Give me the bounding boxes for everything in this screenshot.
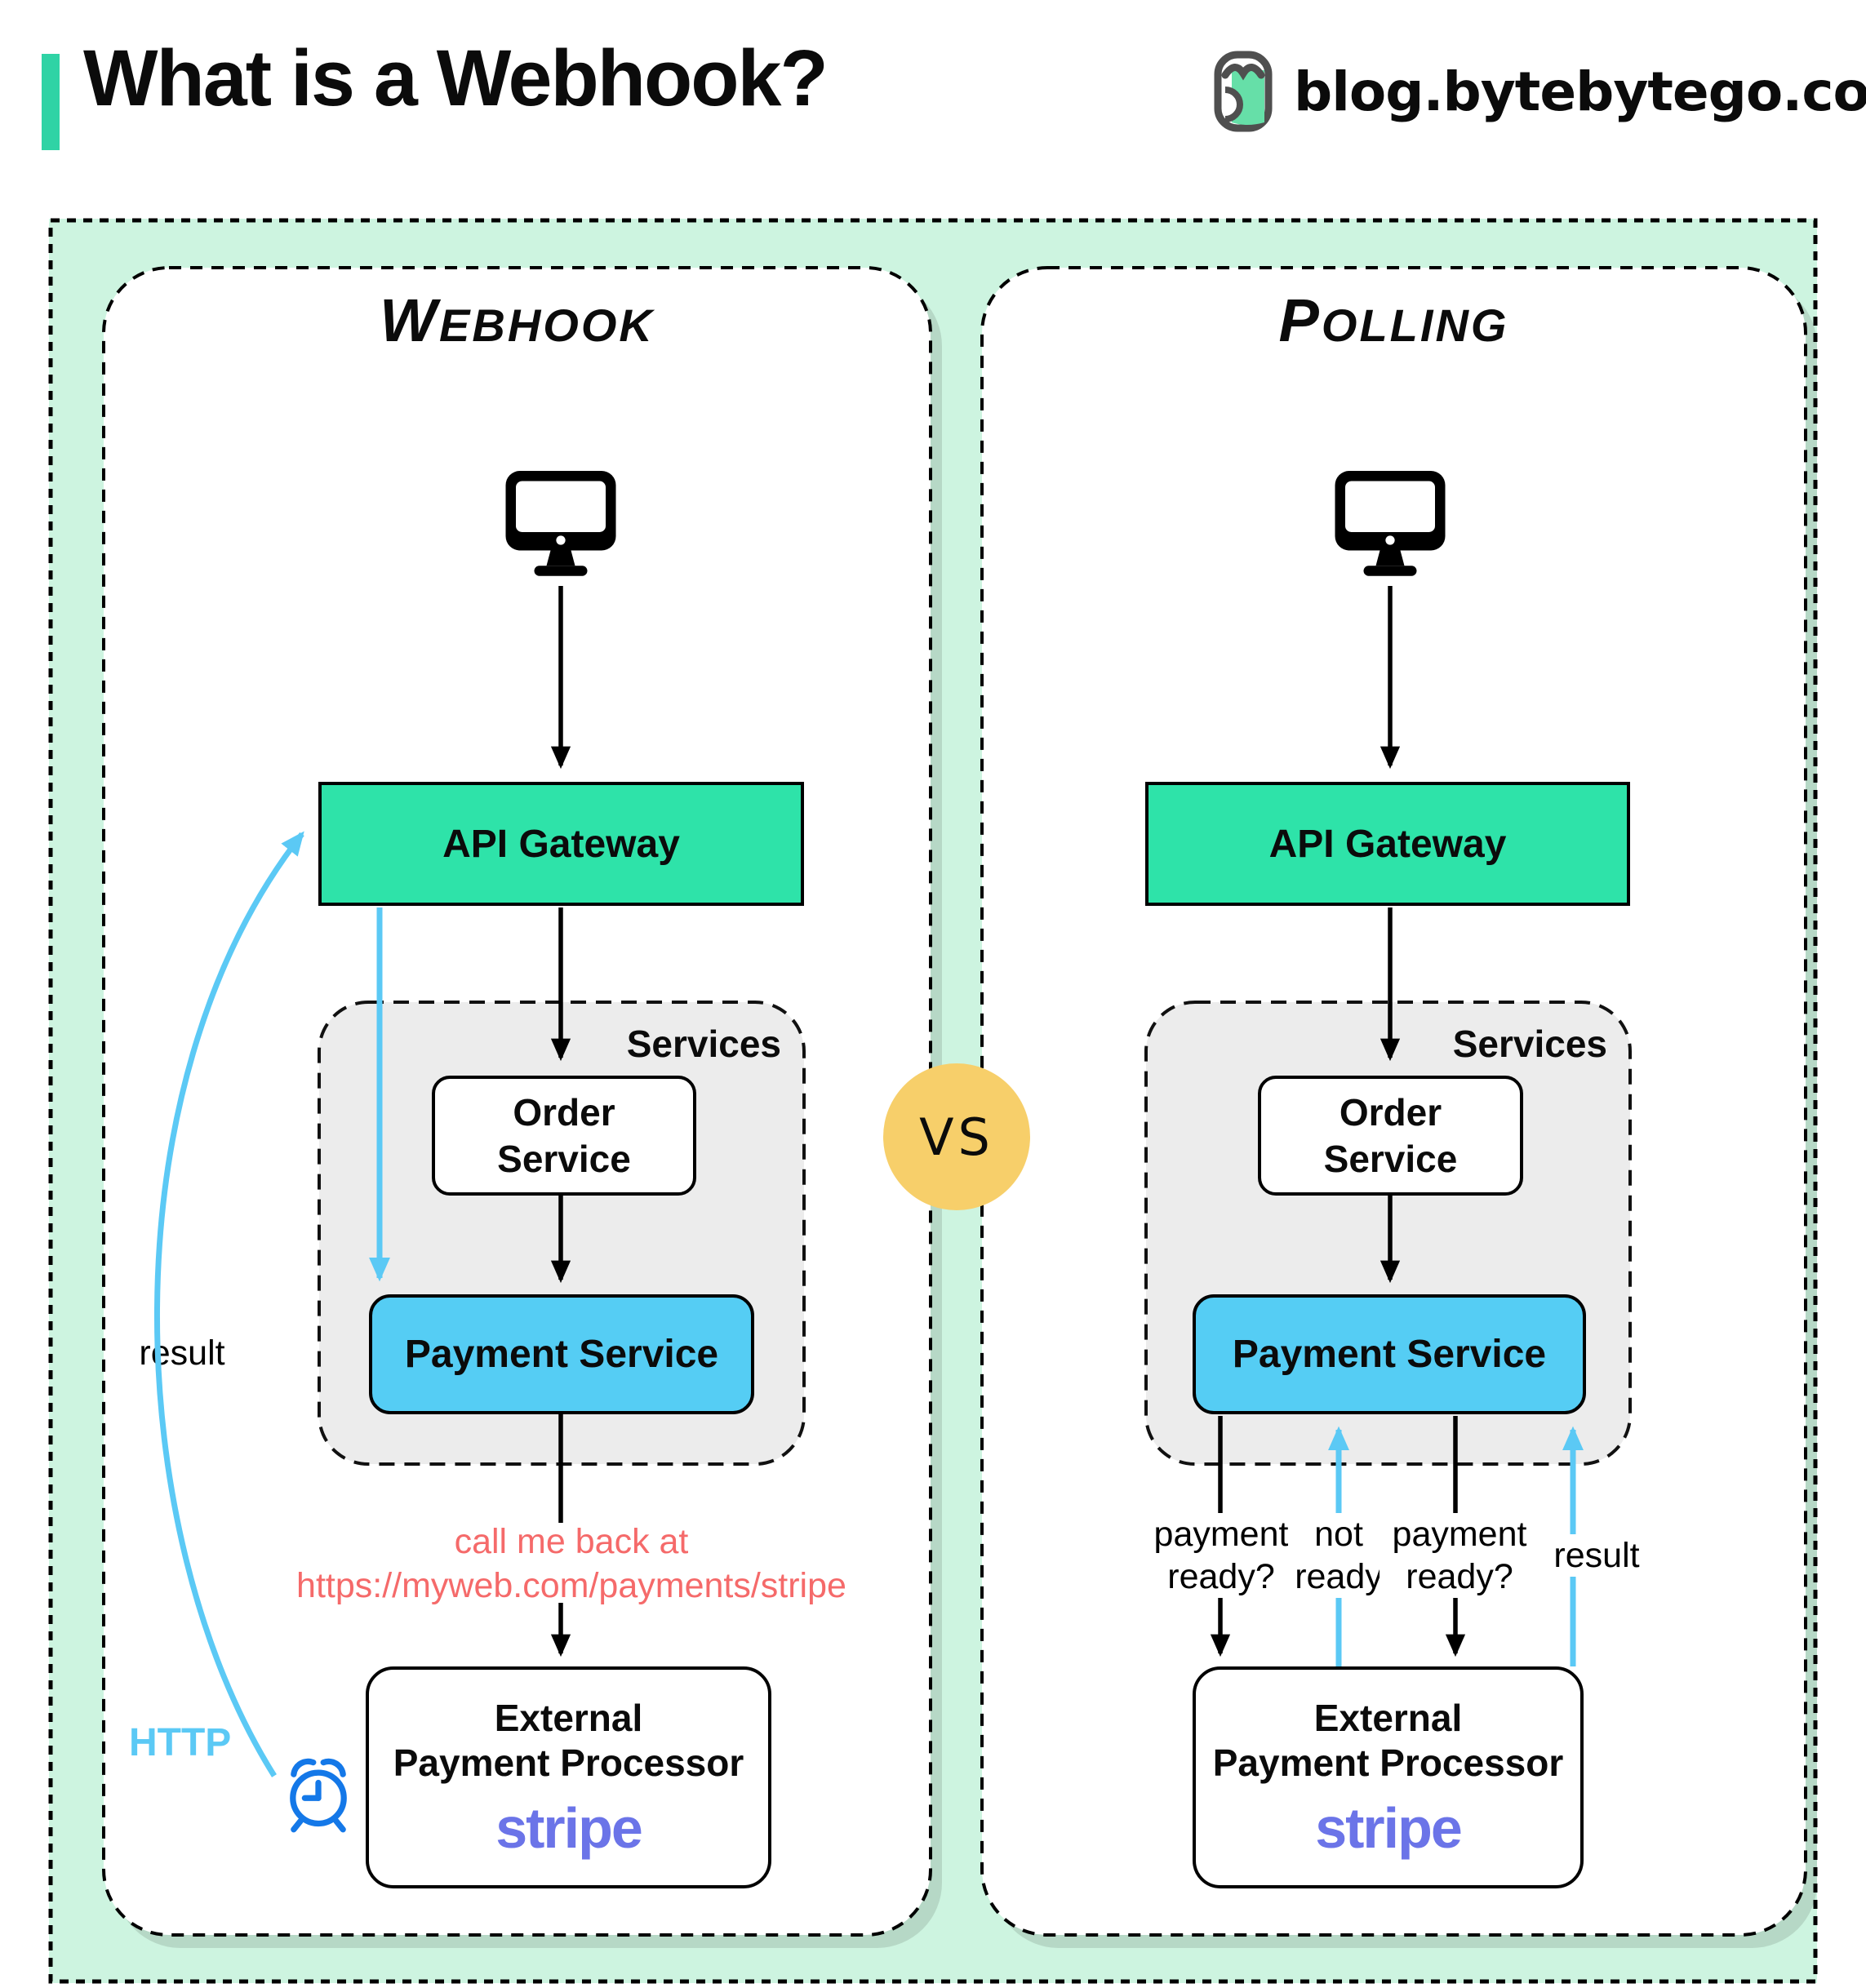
payment-ready-label-line1: payment	[1153, 1515, 1289, 1554]
computer-monitor-icon	[505, 471, 616, 576]
order-service-label-line2: Service	[1323, 1137, 1458, 1180]
order-service-label-line1: Order	[1339, 1091, 1442, 1134]
site-url: blog.bytebytego.com	[1294, 60, 1866, 123]
stripe-wordmark: stripe	[1315, 1796, 1463, 1861]
http-label: HTTP	[129, 1721, 232, 1764]
services-group-label: Services	[1452, 1023, 1607, 1065]
callback-note: call me back at https://myweb.com/paymen…	[245, 1520, 898, 1608]
computer-monitor-icon	[1335, 471, 1446, 576]
order-service-node: Order Service	[432, 1076, 696, 1196]
page-title: What is a Webhook?	[83, 33, 829, 122]
api-gateway-label: API Gateway	[442, 822, 680, 866]
payment-service-label: Payment Service	[404, 1333, 719, 1376]
external-label-line1: External	[1313, 1696, 1463, 1739]
external-payment-processor-node: External Payment Processor stripe	[366, 1666, 771, 1888]
not-ready-label-line1: not	[1314, 1515, 1363, 1554]
title-accent-bar	[42, 54, 60, 150]
not-ready-label-line2: ready	[1295, 1557, 1383, 1596]
alarm-clock-icon	[290, 1758, 347, 1833]
polling-panel-title: Polling	[1278, 286, 1509, 354]
api-gateway-label: API Gateway	[1268, 822, 1507, 866]
callback-note-line1: call me back at	[454, 1522, 689, 1561]
not-ready-label: not ready	[1288, 1513, 1389, 1598]
payment-ready-label-line2: ready?	[1406, 1557, 1513, 1596]
payment-service-node: Payment Service	[1193, 1294, 1586, 1414]
api-gateway-node: API Gateway	[318, 782, 804, 906]
order-service-label-line2: Service	[497, 1137, 631, 1180]
stripe-wordmark: stripe	[495, 1796, 643, 1861]
callback-note-url: https://myweb.com/payments/stripe	[296, 1566, 846, 1605]
order-service-node: Order Service	[1258, 1076, 1523, 1196]
external-label-line2: Payment Processor	[1212, 1742, 1564, 1784]
external-payment-processor-node: External Payment Processor stripe	[1193, 1666, 1584, 1888]
order-service-label-line1: Order	[513, 1091, 615, 1134]
result-label: result	[139, 1333, 225, 1373]
vs-badge: VS	[883, 1063, 1030, 1210]
payment-service-node: Payment Service	[369, 1294, 754, 1414]
bytebytego-logo-icon	[1214, 51, 1273, 132]
payment-ready-label: payment ready?	[1141, 1513, 1301, 1598]
webhook-panel-title: Webhook	[380, 286, 655, 354]
result-label: result	[1531, 1534, 1662, 1577]
services-group-label: Services	[626, 1023, 781, 1065]
payment-ready-label-line2: ready?	[1167, 1557, 1275, 1596]
api-gateway-node: API Gateway	[1145, 782, 1630, 906]
external-label-line1: External	[494, 1696, 643, 1739]
payment-ready-label: payment ready?	[1380, 1513, 1539, 1598]
external-label-line2: Payment Processor	[393, 1742, 744, 1784]
payment-service-label: Payment Service	[1232, 1333, 1547, 1376]
payment-ready-label-line1: payment	[1392, 1515, 1527, 1554]
